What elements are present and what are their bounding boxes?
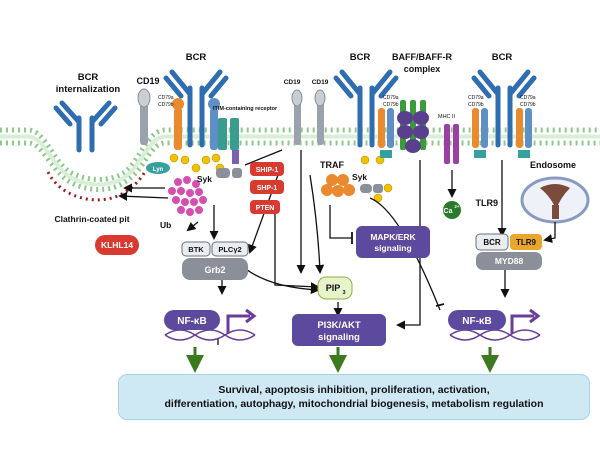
myd88-box: MYD88 [476, 252, 542, 270]
pi3k-akt-box: PI3K/AKT signaling [292, 314, 386, 346]
svg-text:BTK: BTK [188, 245, 204, 254]
svg-text:PI3K/AKT: PI3K/AKT [317, 320, 360, 331]
klhl14-box: KLHL14 [95, 235, 139, 255]
outcome-line-1: Survival, apoptosis inhibition, prolifer… [218, 384, 490, 396]
mhc-ii-icon [444, 124, 459, 164]
cd19-mid-label-1: CD19 [284, 79, 301, 86]
svg-text:MAPK/ERK: MAPK/ERK [370, 232, 416, 242]
syk-mid-label: Syk [352, 172, 367, 182]
baff-complex-icon [397, 100, 429, 153]
svg-text:SHP-1: SHP-1 [257, 185, 278, 192]
bcr-box: BCR [475, 233, 509, 251]
itim-receptor-icon [218, 118, 239, 164]
cell-membrane [0, 127, 600, 192]
bcr-internalization-label: BCR [78, 72, 99, 83]
svg-text:Ca: Ca [444, 208, 453, 215]
svg-text:PLCγ2: PLCγ2 [218, 245, 241, 254]
dna-right-icon [449, 329, 541, 341]
mhc-ii-label: MHC II [438, 114, 456, 120]
plcg2-box: PLCγ2 [211, 241, 249, 257]
svg-text:KLHL14: KLHL14 [101, 240, 133, 250]
cd79b-label-right-2: CD79b [520, 102, 536, 108]
svg-text:Grb2: Grb2 [204, 265, 225, 275]
outcome-line-2: differentiation, autophagy, mitochondria… [164, 398, 544, 410]
bcr-internalization-label-2: internalization [56, 84, 121, 95]
bcr-left-icon [163, 69, 229, 150]
outcome-box: Survival, apoptosis inhibition, prolifer… [118, 374, 590, 420]
svg-text:NF-κB: NF-κB [177, 316, 206, 327]
ub-label: Ub [160, 220, 171, 230]
lyn-kinase: Lyn [146, 162, 170, 174]
baff-label-2: complex [404, 64, 441, 74]
cd79a-label-right-1: CD79a [468, 95, 484, 101]
bcr-left-label: BCR [186, 52, 207, 63]
bcr-mid-label: BCR [350, 52, 371, 63]
internalized-bcr-icon [53, 100, 118, 153]
svg-text:BCR: BCR [483, 238, 501, 247]
svg-text:SHIP-1: SHIP-1 [256, 167, 279, 174]
nfkb-right-box: NF-κB [448, 310, 506, 330]
svg-text:PIP: PIP [326, 283, 341, 293]
mapk-erk-box: MAPK/ERK signaling [356, 226, 430, 258]
svg-text:Lyn: Lyn [153, 167, 164, 173]
btk-box: BTK [181, 241, 211, 257]
bcr-right-icon [471, 69, 537, 158]
itim-label: ITIM-containing receptor [213, 106, 278, 112]
cd79a-label-mid: CD79a [383, 95, 399, 101]
svg-text:signaling: signaling [318, 332, 360, 343]
svg-text:signaling: signaling [374, 243, 411, 253]
endosome-icon [520, 176, 590, 224]
pten-box: PTEN [250, 200, 280, 214]
syk-left-label: Syk [197, 174, 212, 184]
cd79b-label-left: CD79b [158, 102, 174, 108]
cd79a-label-right-2: CD79a [520, 95, 536, 101]
svg-text:MYD88: MYD88 [495, 256, 524, 266]
svg-text:NF-κB: NF-κB [462, 316, 491, 327]
svg-text:2+: 2+ [454, 204, 460, 209]
cd19-mid-icon [291, 89, 326, 145]
bcr-mid-icon [333, 69, 399, 158]
transcription-arrows [226, 308, 541, 334]
syk-mid-icon [360, 184, 383, 193]
traf-label: TRAF [320, 160, 344, 170]
tlr9-label: TLR9 [476, 198, 499, 208]
dna-left-icon [164, 329, 256, 341]
shp1-box: SHP-1 [250, 180, 284, 194]
cd19-mid-label-2: CD19 [312, 79, 329, 86]
outcome-arrows [186, 347, 499, 373]
bcr-right-label: BCR [492, 52, 513, 63]
cd19-left-label: CD19 [136, 76, 159, 86]
endosome-label: Endosome [530, 160, 576, 170]
cd79b-label-right-1: CD79b [468, 102, 484, 108]
nfkb-left-box: NF-κB [164, 310, 220, 330]
cd79a-label-left: CD79a [158, 95, 174, 101]
grb2-box: Grb2 [182, 258, 248, 280]
cd19-left-icon [137, 88, 151, 145]
clathrin-pit-label: Clathrin-coated pit [54, 214, 129, 224]
baff-label: BAFF/BAFF-R [392, 52, 452, 62]
syk-left-icon [216, 168, 242, 178]
calcium-ion: Ca 2+ [443, 201, 461, 219]
svg-text:TLR9: TLR9 [516, 238, 537, 247]
svg-text:3: 3 [342, 290, 345, 296]
tlr9-box: TLR9 [510, 234, 542, 250]
svg-text:PTEN: PTEN [256, 205, 275, 212]
clathrin-cluster-icon [168, 176, 207, 216]
cd79b-label-mid: CD79b [383, 102, 399, 108]
ship1-box: SHIP-1 [250, 162, 284, 176]
pip3-box: PIP 3 [317, 276, 353, 300]
traf-complex-icon [321, 174, 355, 197]
